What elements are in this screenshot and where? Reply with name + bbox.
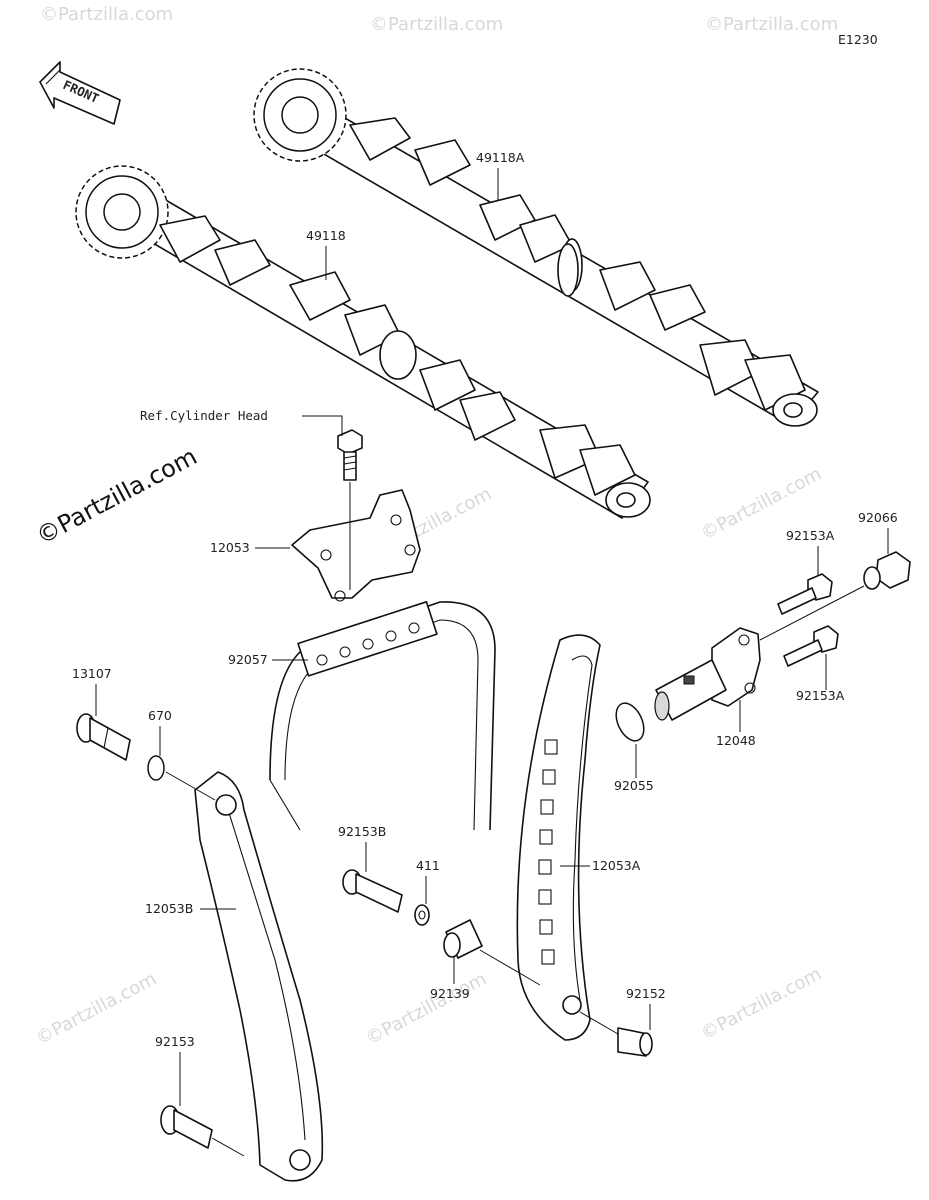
- collar-92139: [443, 919, 483, 959]
- watermark: ©Partzilla.com: [370, 14, 503, 35]
- watermark: ©Partzilla.com: [697, 963, 824, 1044]
- bolt-92153a-bottom: [783, 625, 839, 667]
- label-12053b: 12053B: [145, 901, 193, 916]
- collar-92152: [617, 1027, 653, 1057]
- bolt-92153b: [342, 869, 403, 913]
- camshaft-intake: [75, 165, 651, 519]
- oring-670: [147, 755, 165, 781]
- label-92153: 92153: [155, 1034, 195, 1049]
- label-670: 670: [148, 708, 172, 723]
- bolt-92153a-top: [777, 573, 833, 615]
- label-92153b: 92153B: [338, 824, 386, 839]
- washer-411: [414, 904, 430, 926]
- partzilla-watermark: ©Partzilla.com: [32, 442, 202, 550]
- bolt-92153: [160, 1105, 213, 1149]
- cylinder-head-bolt: [337, 429, 363, 481]
- label-12053a: 12053A: [592, 858, 641, 873]
- cap-92066: [863, 551, 911, 590]
- label-411: 411: [416, 858, 440, 873]
- watermark: ©Partzilla.com: [40, 4, 173, 25]
- guide-tensioner: [516, 634, 601, 1041]
- label-92057: 92057: [228, 652, 268, 667]
- label-92066: 92066: [858, 510, 898, 525]
- guide-left: [194, 771, 324, 1182]
- label-13107: 13107: [72, 666, 112, 681]
- front-arrow-icon: FRONT: [39, 61, 121, 125]
- watermark: ©Partzilla.com: [705, 14, 838, 35]
- guide-upper: [291, 489, 421, 602]
- label-92153a-bottom: 92153A: [796, 688, 845, 703]
- label-92152: 92152: [626, 986, 666, 1001]
- bolt-13107: [76, 713, 131, 761]
- label-49118: 49118: [306, 228, 346, 243]
- label-12048: 12048: [716, 733, 756, 748]
- label-49118a: 49118A: [476, 150, 525, 165]
- camshaft-exhaust: [253, 68, 819, 427]
- label-92139: 92139: [430, 986, 470, 1001]
- label-92055: 92055: [614, 778, 654, 793]
- label-12053: 12053: [210, 540, 250, 555]
- diagram-code: E1230: [838, 32, 878, 47]
- oring-92055: [615, 702, 645, 742]
- ref-cylinder-head-label: Ref.Cylinder Head: [140, 408, 268, 423]
- cam-chain: [269, 601, 496, 831]
- watermark: ©Partzilla.com: [32, 968, 159, 1049]
- tensioner-12048: [654, 627, 761, 721]
- watermark: ©Partzilla.com: [362, 968, 489, 1049]
- label-92153a-top: 92153A: [786, 528, 835, 543]
